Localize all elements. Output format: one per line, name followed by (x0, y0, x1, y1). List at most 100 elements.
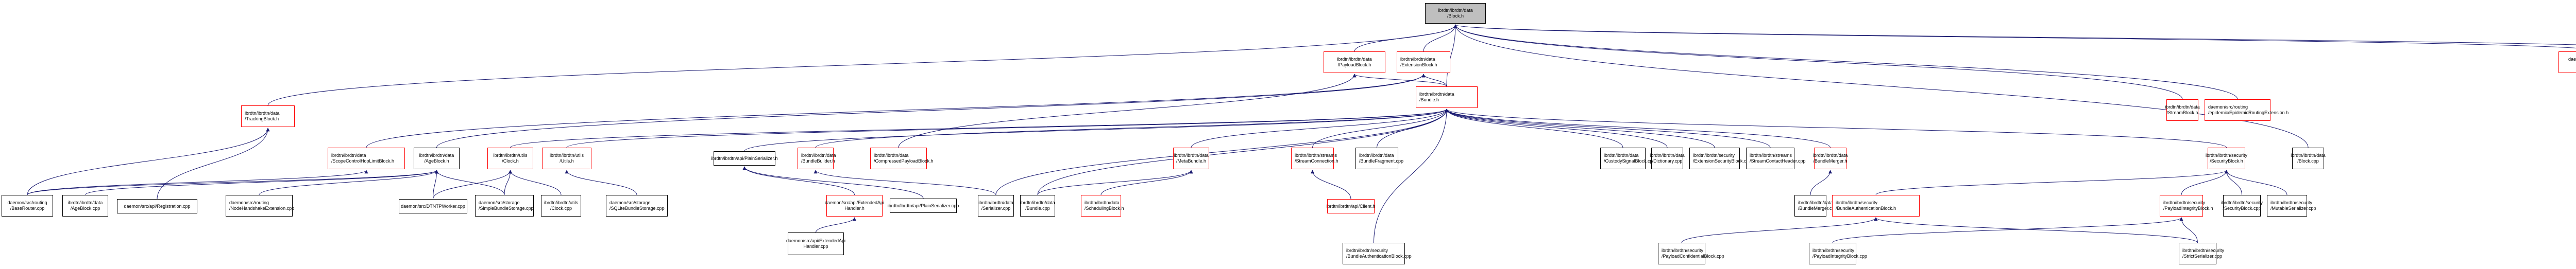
graph-edge (742, 166, 924, 199)
graph-edge (1445, 109, 1715, 148)
graph-edge (1423, 24, 1458, 52)
graph-node-plainserializer-cpp[interactable]: ibrdtn/ibrdtn/api/PlainSerializer.cpp (888, 199, 959, 213)
graph-node-streamcontactheader-cpp[interactable]: ibrdtn/ibrdtn/streams /StreamContactHead… (1746, 148, 1806, 169)
graph-edge (1445, 109, 2227, 148)
graph-node-metabundle-h[interactable]: ibrdtn/ibrdtn/data /MetaBundle.h (1173, 148, 1209, 169)
graph-edge (1374, 109, 1449, 243)
graph-edge (1352, 74, 1447, 87)
graph-edge (2181, 170, 2228, 195)
graph-edge (1446, 24, 1458, 87)
graph-edge (816, 217, 856, 233)
graph-node-epidemic-h[interactable]: daemon/src/routing /epidemic/EpidemicRou… (2205, 99, 2289, 121)
graph-node-simplebundlestorage-cpp[interactable]: daemon/src/storage /SimpleBundleStorage.… (475, 195, 534, 217)
graph-node-extensionblock-h[interactable]: ibrdtn/ibrdtn/data /ExtensionBlock.h (1397, 51, 1450, 73)
graph-node-bundlebuilder-h[interactable]: ibrdtn/ibrdtn/data /BundleBuilder.h (798, 148, 836, 169)
graph-node-custodysignal-cpp[interactable]: ibrdtn/ibrdtn/data /CustodySignalBlock.c… (1600, 148, 1655, 169)
graph-node-pcb-cpp[interactable]: ibrdtn/ibrdtn/security /PayloadConfident… (1658, 243, 1724, 264)
graph-node-nodehandshake-cpp[interactable]: daemon/src/routing /NodeHandshakeExtensi… (226, 195, 294, 217)
graph-edge (27, 128, 270, 195)
graph-edge (1445, 109, 1771, 148)
graph-node-sqlitebundlestorage-cpp[interactable]: daemon/src/storage /SQLiteBundleStorage.… (606, 195, 668, 217)
graph-edge (436, 74, 1426, 148)
graph-node-securityblock-h[interactable]: ibrdtn/ibrdtn/security /SecurityBlock.h (2206, 148, 2247, 169)
graph-edge (267, 24, 1458, 106)
graph-node-bundlemerger-cpp[interactable]: ibrdtn/ibrdtn/data /BundleMerger.cpp (1794, 195, 1837, 217)
graph-node-payloadblock-h[interactable]: ibrdtn/ibrdtn/data /PayloadBlock.h (1324, 51, 1385, 73)
graph-edge (1445, 109, 1831, 148)
graph-node-scopecontrol-h[interactable]: ibrdtn/ibrdtn/data /ScopeControlHopLimit… (328, 148, 405, 169)
graph-node-utils-h[interactable]: ibrdtn/ibrdtn/utils /Utils.h (542, 148, 591, 169)
graph-node-compressedpayload-h[interactable]: ibrdtn/ibrdtn/data /CompressedPayloadBlo… (870, 148, 934, 169)
graph-edge (1311, 170, 1351, 200)
graph-node-bundle-h[interactable]: ibrdtn/ibrdtn/data /Bundle.h (1416, 86, 1478, 108)
graph-edge (814, 170, 996, 195)
graph-edge (504, 170, 512, 195)
graph-edge (565, 170, 637, 195)
graph-edge (1453, 24, 2183, 100)
graph-node-clock-h[interactable]: ibrdtn/ibrdtn/utils /Clock.h (487, 148, 533, 169)
graph-edge (1445, 109, 1668, 148)
graph-node-ageblock-cpp[interactable]: ibrdtn/ibrdtn/data /AgeBlock.cpp (62, 195, 108, 217)
graph-node-bundlefragment-cpp[interactable]: ibrdtn/ibrdtn/data /BundleFragment.cpp (1355, 148, 1403, 169)
graph-edge (566, 109, 1449, 148)
graph-edge (742, 166, 855, 195)
graph-node-bundle-cpp[interactable]: ibrdtn/ibrdtn/data /Bundle.cpp (1020, 195, 1055, 217)
graph-node-schedulingblock-h[interactable]: ibrdtn/ibrdtn/data /SchedulingBlock.h (1081, 195, 1124, 217)
graph-edge (1037, 170, 1193, 195)
graph-edge (1681, 217, 1878, 243)
graph-edge (1832, 217, 2183, 243)
graph-node-extendedapihandler-cpp[interactable]: daemon/src/api/ExtendedApi Handler.cpp (786, 232, 845, 255)
graph-node-clock-cpp[interactable]: ibrdtn/ibrdtn/utils /Clock.cpp (541, 195, 581, 217)
graph-node-extsecurity-cpp[interactable]: ibrdtn/ibrdtn/security /ExtensionSecurit… (1689, 148, 1752, 169)
graph-edge (1453, 24, 2309, 148)
graph-node-baserouter-cpp[interactable]: daemon/src/routing /BaseRouter.cpp (2, 195, 53, 217)
graph-edge (995, 109, 1449, 195)
graph-edge (1454, 24, 2576, 45)
graph-node-securityblock-cpp[interactable]: ibrdtn/ibrdtn/security /SecurityBlock.cp… (2221, 195, 2263, 217)
graph-node-nativeserializercallback-h[interactable]: daemon/src/api/NativeSerializer Callback… (2558, 51, 2576, 73)
graph-node-dictionary-cpp[interactable]: ibrdtn/ibrdtn/data /Dictionary.cpp (1650, 148, 1685, 169)
graph-edge (898, 74, 1357, 148)
graph-node-pib-h[interactable]: ibrdtn/ibrdtn/security /PayloadIntegrity… (2160, 195, 2213, 217)
graph-edge (1312, 109, 1449, 148)
graph-edge (1454, 24, 2576, 49)
graph-edge (27, 170, 438, 195)
graph-edge (85, 170, 438, 195)
graph-node-mutableserializer-cpp[interactable]: ibrdtn/ibrdtn/security /MutableSerialize… (2267, 195, 2316, 217)
graph-edge (1453, 24, 2238, 100)
graph-node-extendedapihandler-h[interactable]: daemon/src/api/ExtendedApi Handler.h (825, 195, 884, 217)
graph-edge (259, 170, 438, 195)
graph-edge (433, 170, 438, 200)
graph-node-streamconnection-h[interactable]: ibrdtn/ibrdtn/streams /StreamConnection.… (1291, 148, 1338, 169)
graph-edge (744, 109, 1449, 152)
graph-edge (509, 170, 562, 195)
graph-node-plainserializer-h[interactable]: ibrdtn/ibrdtn/api/PlainSerializer.h (711, 151, 778, 166)
graph-node-dtntpworker-cpp[interactable]: daemon/src/DTNTPWorker.cpp (399, 199, 467, 213)
graph-edge (2225, 170, 2287, 195)
graph-node-bab-cpp[interactable]: ibrdtn/ibrdtn/security /BundleAuthentica… (1343, 243, 1412, 264)
graph-edge (1100, 170, 1193, 195)
graph-edge (435, 170, 505, 195)
graph-edge (2179, 217, 2198, 243)
graph-node-bundlemerger-h[interactable]: ibrdtn/ibrdtn/data /BundleMerger.h (1813, 148, 1848, 169)
graph-node-ageblock-h[interactable]: ibrdtn/ibrdtn/data /AgeBlock.h (414, 148, 460, 169)
graph-node-registration-cpp[interactable]: daemon/src/api/Registration.cpp (117, 199, 197, 213)
graph-node-client-h[interactable]: ibrdtn/ibrdtn/api/Client.h (1326, 199, 1376, 213)
graph-node-block-h: ibrdtn/ibrdtn/data /Block.h (1425, 3, 1486, 24)
graph-edge (1191, 109, 1449, 148)
graph-node-streamblock-h[interactable]: ibrdtn/ibrdtn/data /StreamBlock.h (2165, 99, 2200, 121)
graph-node-pib-cpp[interactable]: ibrdtn/ibrdtn/security /PayloadIntegrity… (1809, 243, 1867, 264)
graph-edge (1445, 109, 1623, 148)
graph-edge (1810, 170, 1832, 195)
graph-node-strictserializer-cpp[interactable]: ibrdtn/ibrdtn/security /StrictSerializer… (2179, 243, 2224, 264)
graph-node-block-cpp[interactable]: ibrdtn/ibrdtn/data /Block.cpp (2291, 148, 2326, 169)
graph-edge (1875, 170, 2228, 195)
graph-node-bab-h[interactable]: ibrdtn/ibrdtn/security /BundleAuthentica… (1832, 195, 1920, 217)
graph-edge (1874, 217, 2198, 243)
graph-node-trackingblock-h[interactable]: ibrdtn/ibrdtn/data /TrackingBlock.h (241, 105, 295, 127)
graph-edge (27, 170, 368, 195)
graph-node-serializer-cpp[interactable]: ibrdtn/ibrdtn/data /Serializer.cpp (978, 195, 1014, 217)
graph-edge (366, 74, 1426, 148)
graph-edge (433, 170, 512, 200)
